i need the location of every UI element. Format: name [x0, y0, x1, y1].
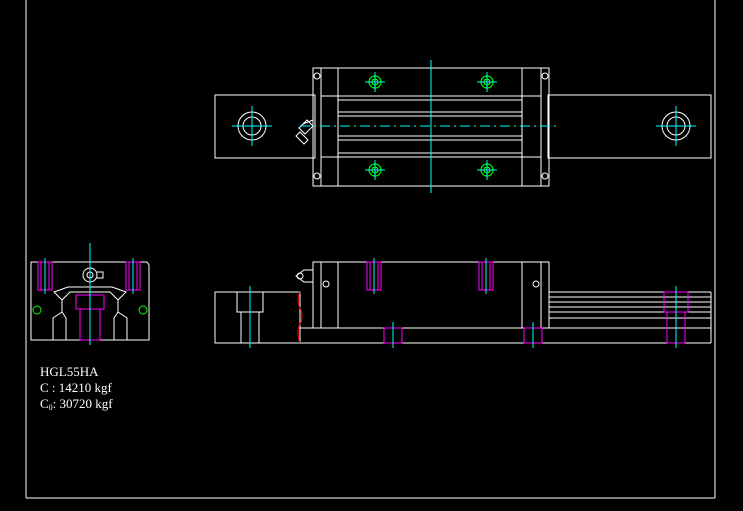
- static-load-separator: :: [52, 396, 60, 411]
- top-view: [214, 67, 712, 187]
- side-view-grease-nipple: [295, 269, 314, 283]
- side-view-rail-left: [214, 291, 301, 344]
- dynamic-load-separator: :: [48, 380, 59, 395]
- side-view-block: [312, 261, 550, 329]
- end-view-holes: [32, 305, 148, 315]
- side-view-break-line: [297, 291, 303, 344]
- dynamic-load-value: 14210 kgf: [58, 380, 112, 395]
- block-end-cap-right: [540, 67, 550, 187]
- static-load-subscript: 0: [48, 403, 53, 412]
- end-view-centerlines: [44, 243, 134, 345]
- static-load-rating: C0: 30720 kgf: [40, 396, 113, 415]
- dynamic-load-rating: C : 14210 kgf: [40, 380, 112, 395]
- side-view-centerlines: [249, 258, 677, 348]
- top-view-centerlines: [232, 60, 696, 193]
- grease-nipple-top: [295, 119, 314, 145]
- block-end-cap-left: [312, 67, 322, 187]
- static-load-value: 30720 kgf: [59, 396, 113, 411]
- dynamic-load-symbol: C: [40, 380, 49, 395]
- side-view: [214, 261, 712, 344]
- model-label: HGL55HA: [40, 364, 99, 379]
- block-steel-body: [337, 67, 523, 187]
- static-load-symbol: C: [40, 396, 49, 411]
